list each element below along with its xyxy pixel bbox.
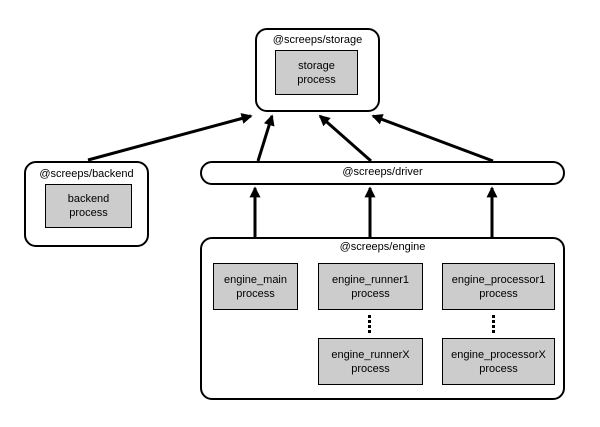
node-engine-label: @screeps/engine — [339, 241, 426, 253]
dot — [492, 315, 495, 318]
node-backend-label: @screeps/backend — [39, 168, 134, 180]
storage-process-box: storage process — [275, 50, 358, 95]
vertical-ellipsis-runner — [368, 315, 371, 333]
dot — [368, 320, 371, 323]
dot — [368, 330, 371, 333]
engine-runner1-process-box: engine_runner1 process — [318, 263, 423, 310]
backend-process-box: backend process — [45, 184, 132, 228]
node-driver-label: @screeps/driver — [342, 166, 423, 178]
arrow-driver-to-storage-right — [371, 114, 494, 163]
node-storage-label: @screeps/storage — [272, 34, 363, 46]
dot — [492, 330, 495, 333]
arrow-driver-to-storage-center — [318, 114, 372, 163]
dot — [368, 315, 371, 318]
engine-main-process-box: engine_main process — [213, 263, 298, 310]
vertical-ellipsis-processor — [492, 315, 495, 333]
engine-processor1-process-box: engine_processor1 process — [442, 263, 555, 310]
dot — [492, 320, 495, 323]
dot — [368, 325, 371, 328]
arrow-driver-to-storage-left — [256, 114, 275, 162]
node-driver — [200, 161, 565, 185]
arrow-backend-to-storage — [87, 113, 253, 162]
engine-processorX-process-box: engine_processorX process — [442, 338, 555, 385]
dot — [492, 325, 495, 328]
engine-runnerX-process-box: engine_runnerX process — [318, 338, 423, 385]
